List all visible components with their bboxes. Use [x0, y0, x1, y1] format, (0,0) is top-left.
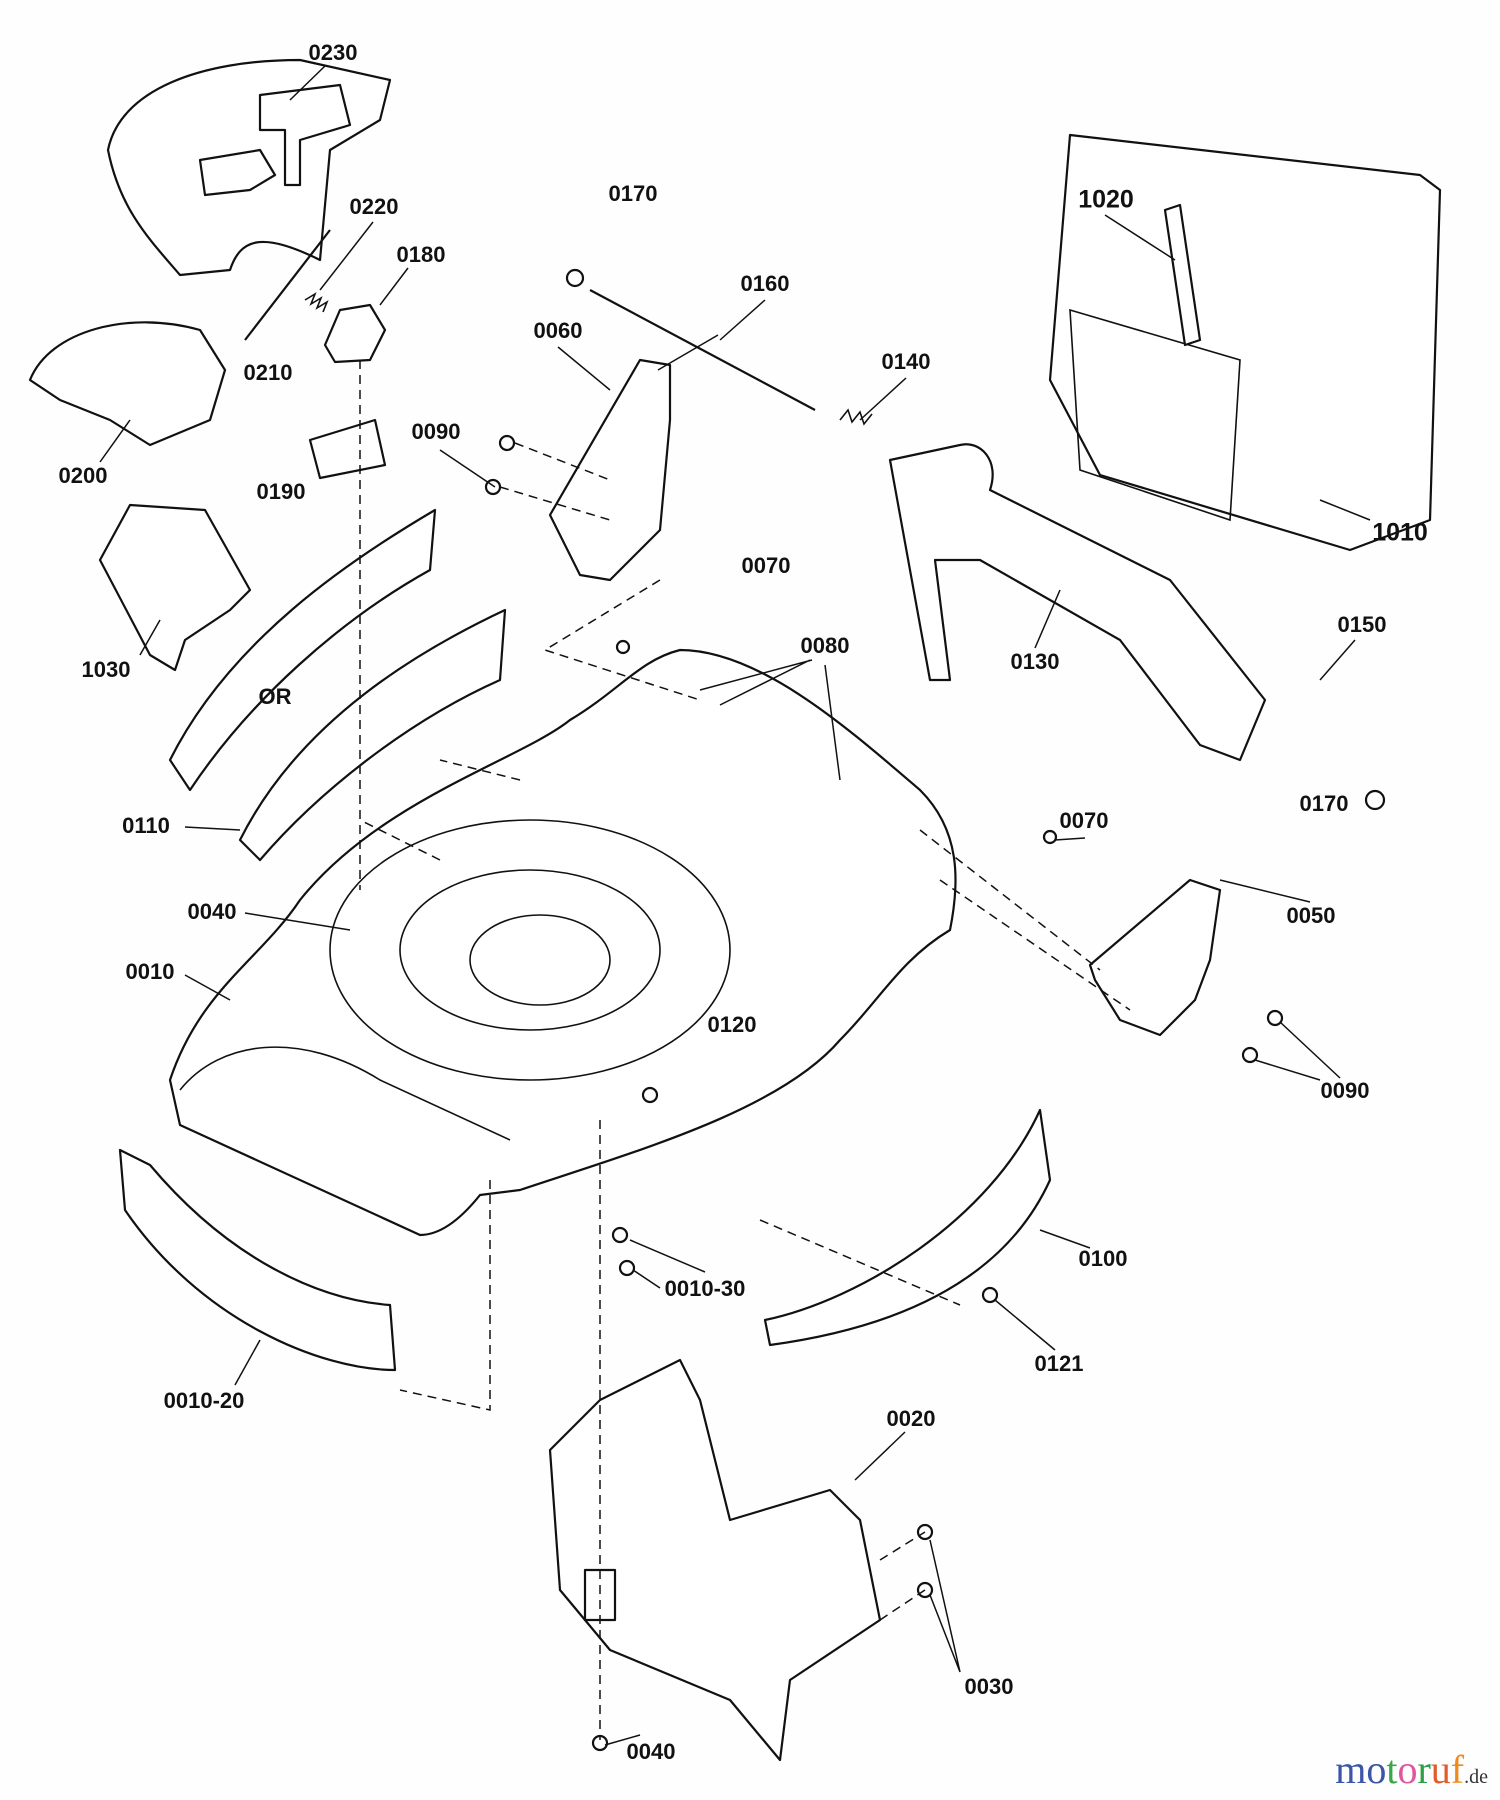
part-rod	[244, 229, 331, 341]
part-plate-0190	[308, 418, 387, 480]
label-or: OR	[259, 684, 292, 709]
label-0010: 0010	[126, 959, 175, 984]
part-bracket-0180	[323, 303, 387, 364]
label-0080: 0080	[801, 633, 850, 658]
label-0220: 0220	[350, 194, 399, 219]
label-0090: 0090	[412, 419, 461, 444]
label-1020: 1020	[1078, 186, 1134, 214]
label-0200: 0200	[59, 463, 108, 488]
part-rear-flap	[106, 58, 392, 277]
label-0170: 0170	[609, 181, 658, 206]
label-0140: 0140	[882, 349, 931, 374]
watermark-letter: m	[1335, 1747, 1367, 1792]
label-0210: 0210	[244, 360, 293, 385]
label-0020: 0020	[887, 1406, 936, 1431]
label-0190: 0190	[257, 479, 306, 504]
part-spring-0210	[304, 292, 329, 313]
part-side-chute-alt	[238, 608, 507, 862]
watermark-suffix: .de	[1464, 1766, 1488, 1788]
label-0040-bottom: 0040	[627, 1739, 676, 1764]
part-rear-skirt	[763, 1108, 1052, 1347]
label-0060: 0060	[534, 318, 583, 343]
part-grass-bag	[1048, 133, 1442, 552]
watermark-letter: u	[1430, 1747, 1451, 1792]
label-0100: 0100	[1079, 1246, 1128, 1271]
part-bag-frame-1020	[1163, 203, 1202, 347]
label-0050: 0050	[1287, 903, 1336, 928]
label-1030: 1030	[82, 657, 131, 682]
label-0120: 0120	[708, 1012, 757, 1037]
label-0170-right: 0170	[1300, 791, 1349, 816]
part-front-skirt	[118, 1148, 397, 1372]
label-0230: 0230	[309, 40, 358, 65]
part-discharge-chute	[548, 1358, 882, 1762]
part-side-chute	[168, 508, 437, 792]
label-0010-20: 0010-20	[164, 1388, 245, 1413]
label-1010: 1010	[1372, 519, 1428, 547]
assembly-lines	[359, 360, 1131, 1740]
part-rear-handle	[888, 443, 1267, 762]
watermark-letter: o	[1397, 1747, 1418, 1792]
part-labels: 0230 0220 0180 0210 0200 0190 1030 OR 01…	[59, 40, 1428, 1764]
label-0040: 0040	[188, 899, 237, 924]
label-0160: 0160	[741, 271, 790, 296]
watermark-letter: o	[1366, 1747, 1387, 1792]
watermark-logo: motoruf.de	[1335, 1750, 1488, 1790]
part-height-bracket-right	[1088, 878, 1222, 1037]
part-washer-0170	[565, 268, 585, 288]
label-0180: 0180	[397, 242, 446, 267]
part-height-bracket-left	[548, 358, 672, 582]
label-0121: 0121	[1035, 1351, 1084, 1376]
label-0010-30: 0010-30	[665, 1276, 746, 1301]
leader-lines	[99, 65, 1371, 1746]
part-spring-0140	[839, 408, 873, 426]
watermark-letter: t	[1386, 1747, 1398, 1792]
part-1030	[98, 503, 252, 672]
part-axle	[589, 289, 816, 411]
label-0130: 0130	[1011, 649, 1060, 674]
label-0070-right: 0070	[1060, 808, 1109, 833]
label-0030: 0030	[965, 1674, 1014, 1699]
watermark-letter: f	[1450, 1747, 1465, 1792]
part-deck	[168, 648, 957, 1237]
label-0090-right: 0090	[1321, 1078, 1370, 1103]
label-0150: 0150	[1338, 612, 1387, 637]
part-mulch-plug	[28, 321, 227, 447]
label-0110: 0110	[122, 813, 170, 838]
watermark-letter: r	[1417, 1747, 1431, 1792]
label-0070: 0070	[742, 553, 791, 578]
